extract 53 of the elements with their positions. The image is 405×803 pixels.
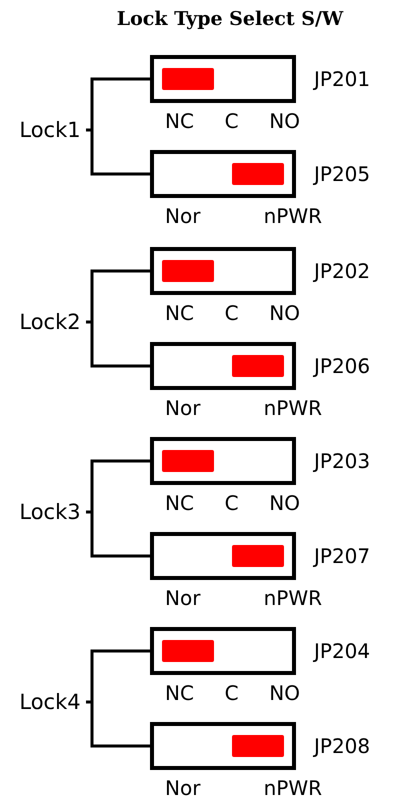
jumper-switch xyxy=(150,342,296,390)
title: Lock Type Select S/W xyxy=(116,8,344,30)
lock-label: Lock3 xyxy=(14,499,86,525)
jumper-switch xyxy=(150,437,296,485)
lock-label: Lock1 xyxy=(14,117,86,143)
pin-label: Nor xyxy=(165,586,200,610)
jumper-switch xyxy=(150,247,296,295)
switch-slider xyxy=(162,260,214,282)
pin-label: NC xyxy=(165,681,194,705)
switch-slider xyxy=(162,68,214,90)
switch-slider xyxy=(232,355,284,377)
pin-label: C xyxy=(224,109,239,133)
pin-label: C xyxy=(224,491,239,515)
jumper-label: JP204 xyxy=(314,639,370,663)
jumper-label: JP207 xyxy=(314,544,370,568)
pin-label: NO xyxy=(269,681,300,705)
pin-label: C xyxy=(224,681,239,705)
lock-label: Lock2 xyxy=(14,309,86,335)
pin-label: NC xyxy=(165,301,194,325)
switch-slider xyxy=(162,450,214,472)
jumper-label: JP205 xyxy=(314,162,370,186)
jumper-label: JP201 xyxy=(314,67,370,91)
pin-label: Nor xyxy=(165,396,200,420)
bracket-line xyxy=(86,128,150,176)
lock-label: Lock4 xyxy=(14,689,86,715)
pin-label: C xyxy=(224,301,239,325)
bracket-line xyxy=(86,320,150,368)
jumper-label: JP202 xyxy=(314,259,370,283)
pin-label: NO xyxy=(269,491,300,515)
jumper-label: JP203 xyxy=(314,449,370,473)
jumper-label: JP206 xyxy=(314,354,370,378)
pin-label: NO xyxy=(269,301,300,325)
pin-label: nPWR xyxy=(264,396,322,420)
jumper-label: JP208 xyxy=(314,734,370,758)
pin-label: nPWR xyxy=(264,586,322,610)
pin-label: Nor xyxy=(165,204,200,228)
pin-label: NC xyxy=(165,491,194,515)
jumper-switch xyxy=(150,532,296,580)
switch-slider xyxy=(162,640,214,662)
switch-slider xyxy=(232,163,284,185)
switch-slider xyxy=(232,735,284,757)
pin-label: nPWR xyxy=(264,776,322,800)
pin-label: Nor xyxy=(165,776,200,800)
pin-label: NC xyxy=(165,109,194,133)
jumper-switch xyxy=(150,55,296,103)
bracket-line xyxy=(86,510,150,558)
pin-label: nPWR xyxy=(264,204,322,228)
bracket-line xyxy=(86,700,150,748)
jumper-switch xyxy=(150,722,296,770)
jumper-switch xyxy=(150,150,296,198)
jumper-switch xyxy=(150,627,296,675)
switch-slider xyxy=(232,545,284,567)
pin-label: NO xyxy=(269,109,300,133)
